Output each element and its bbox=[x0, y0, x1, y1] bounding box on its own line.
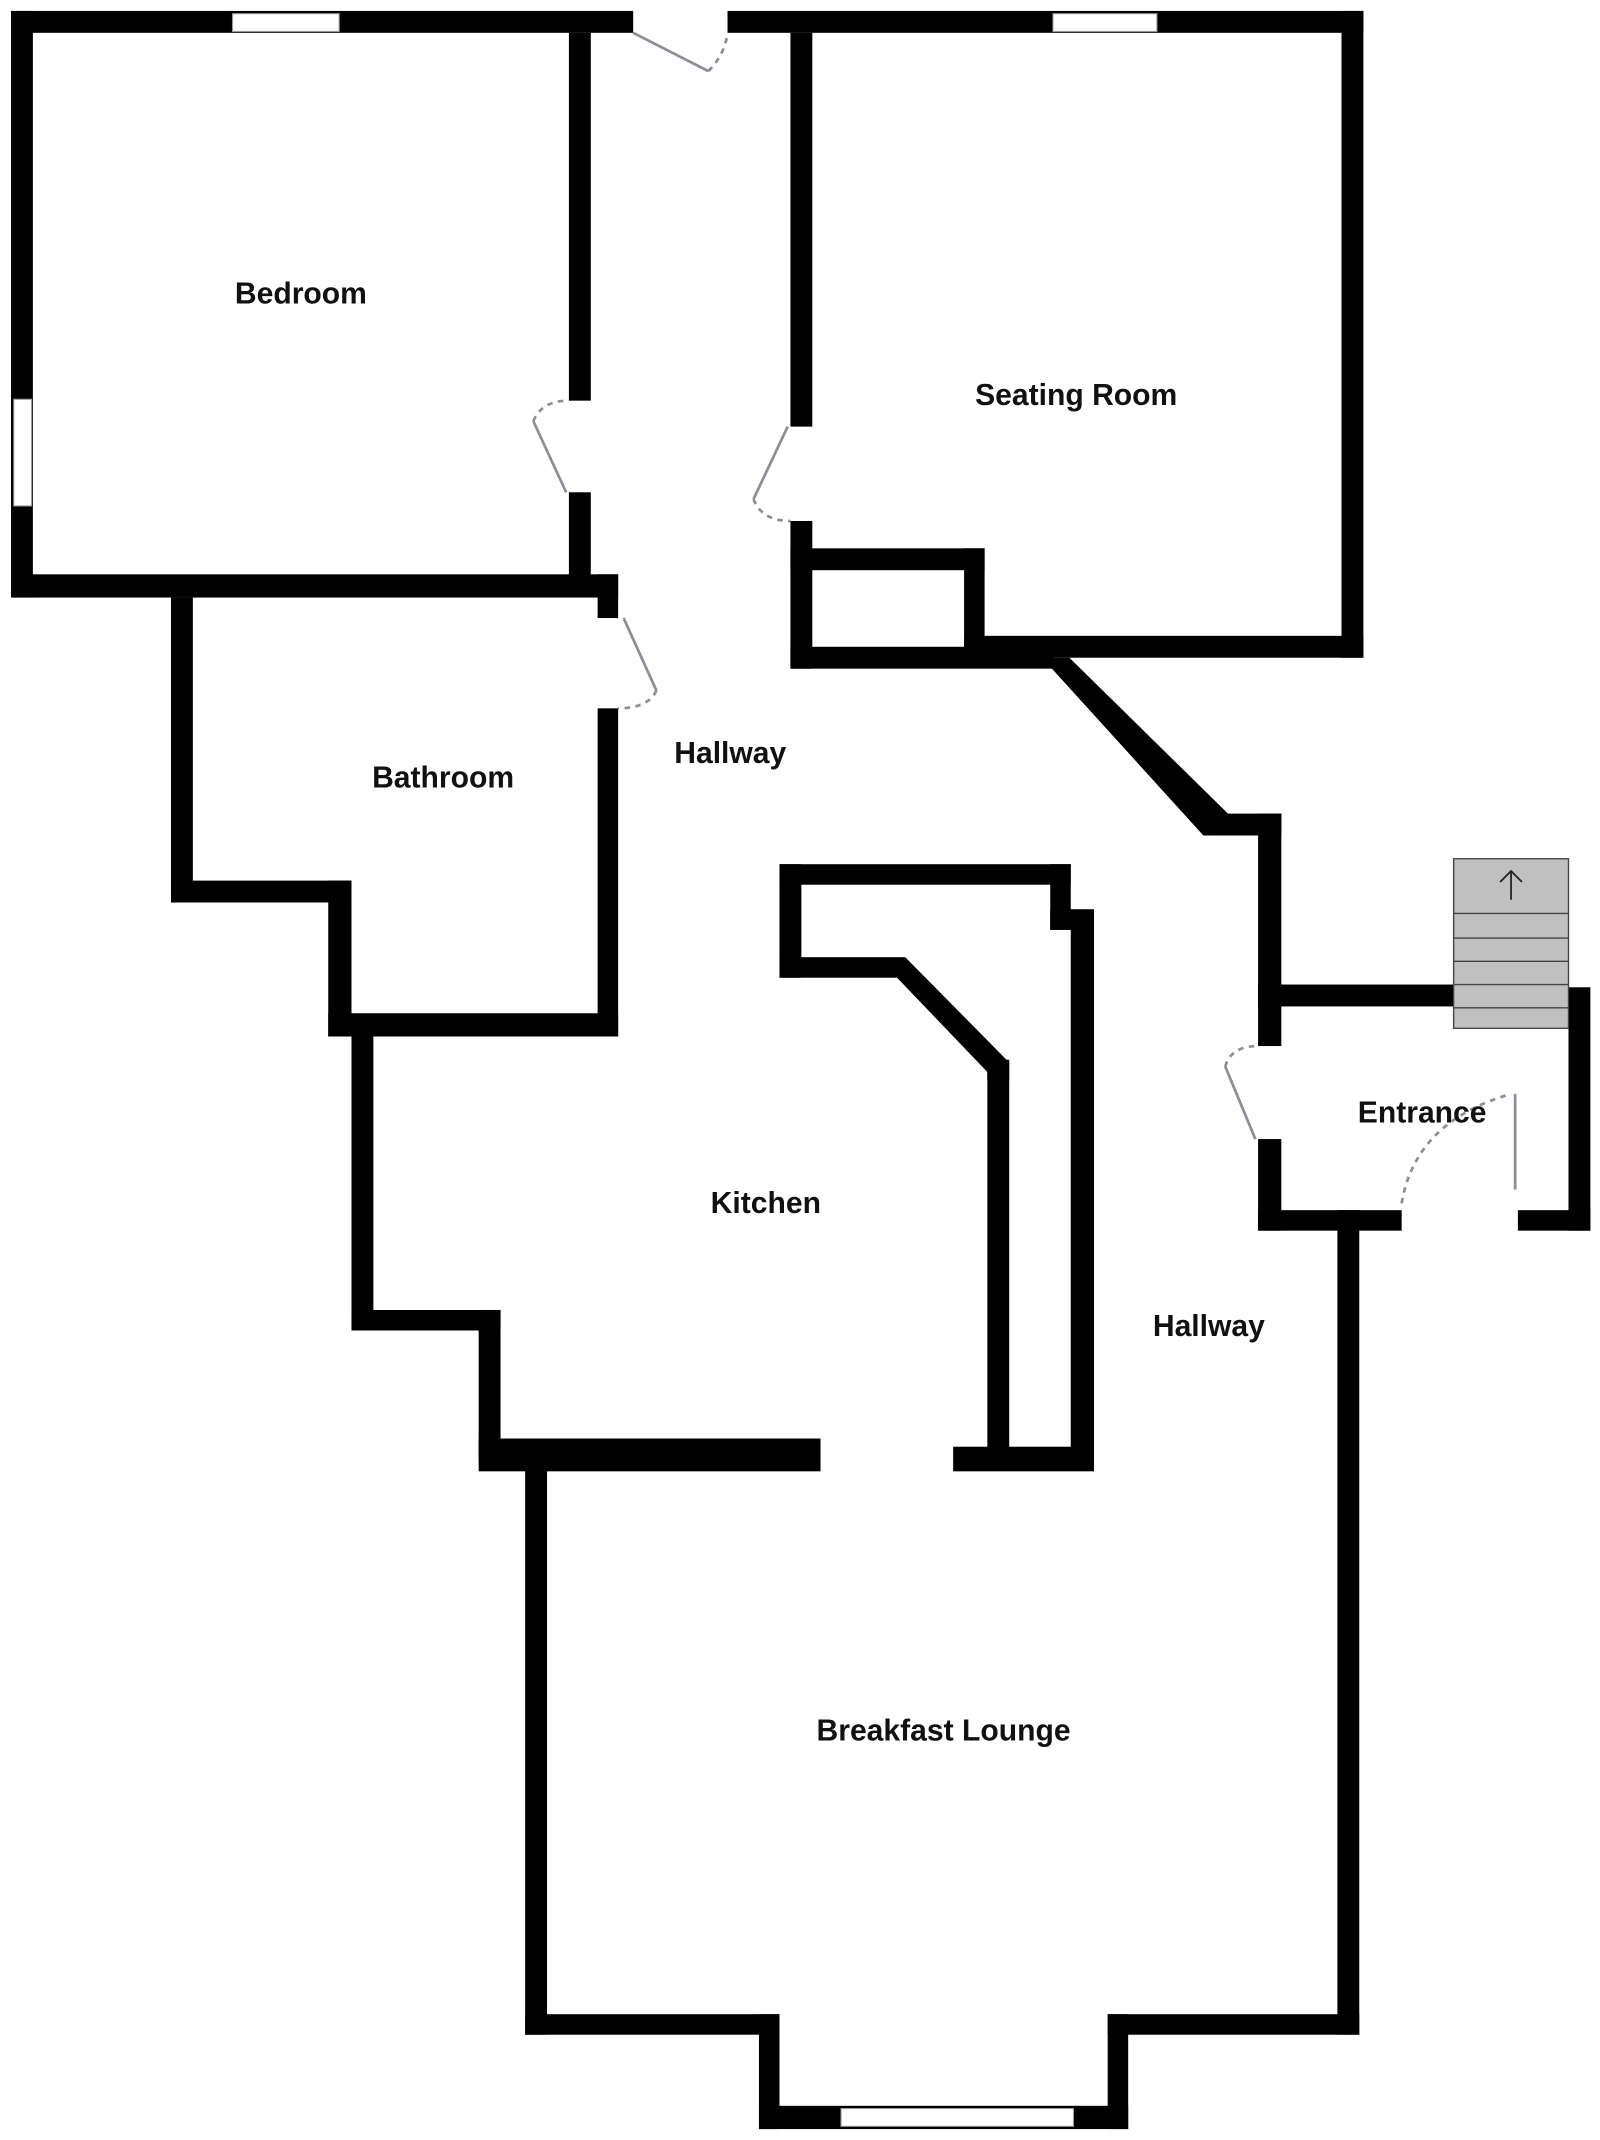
room-label-bedroom: Bedroom bbox=[235, 278, 367, 311]
window-bedroom-left bbox=[13, 398, 33, 507]
room-label-hallway-lower: Hallway bbox=[1153, 1310, 1265, 1343]
room-label-hallway-upper: Hallway bbox=[674, 737, 786, 770]
room-label-bathroom: Bathroom bbox=[372, 762, 514, 795]
doors bbox=[532, 31, 1517, 1204]
windows bbox=[13, 13, 1158, 2127]
window-lounge-bottom bbox=[840, 2108, 1075, 2127]
stairs bbox=[1452, 858, 1570, 1029]
room-label-kitchen: Kitchen bbox=[711, 1187, 821, 1220]
arrow-up-icon bbox=[1499, 869, 1523, 900]
window-seating-top bbox=[1052, 13, 1158, 32]
walls bbox=[11, 10, 1591, 2130]
room-label-seating-room: Seating Room bbox=[975, 379, 1177, 412]
window-bedroom-top bbox=[231, 13, 340, 32]
room-label-breakfast-lounge: Breakfast Lounge bbox=[817, 1715, 1071, 1748]
room-labels: Bedroom Seating Room Bathroom Hallway Ki… bbox=[235, 278, 1487, 1748]
room-label-entrance: Entrance bbox=[1358, 1097, 1487, 1130]
